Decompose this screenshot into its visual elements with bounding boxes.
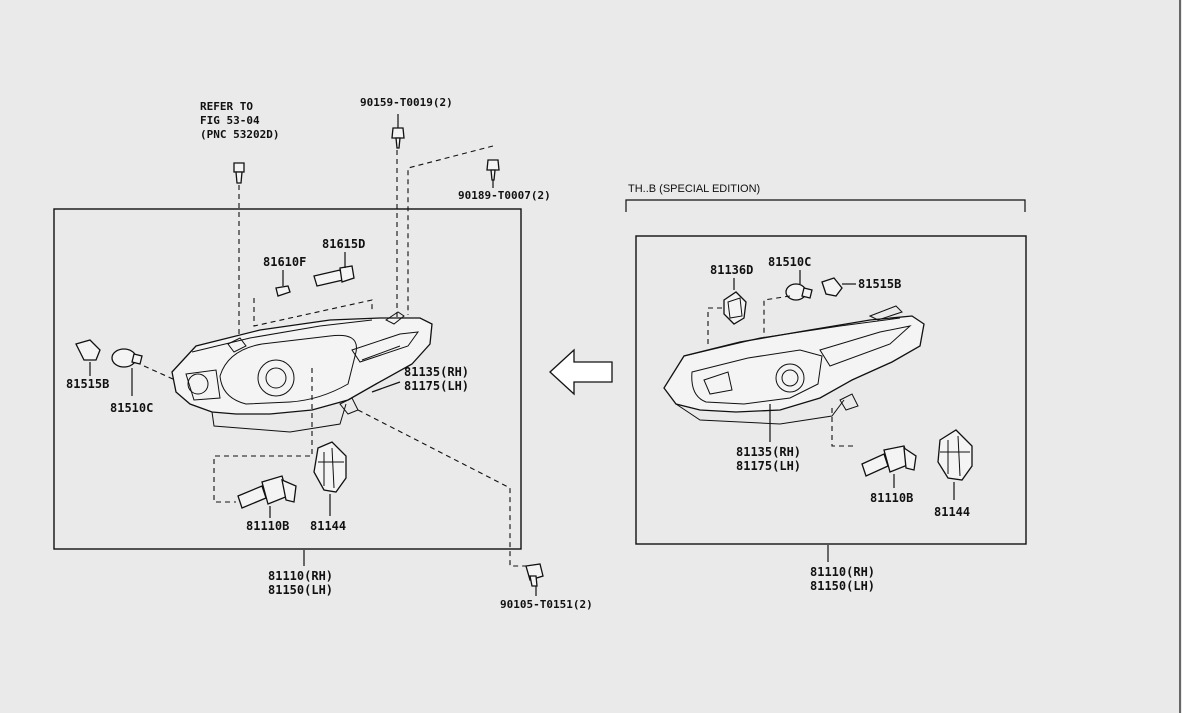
left-arrow-icon [549,348,613,396]
assy-left-rh-label: 81110(RH) [268,569,333,583]
lens-right-lh-label: 81175(LH) [736,459,801,473]
screw-side-label: 90189-T0007(2) [458,189,551,202]
bulb-socket-top-label: 81615D [322,237,365,251]
ring-label: 81136D [710,263,753,277]
cover-right-icon [937,429,973,481]
refer-bolt-icon [233,162,245,184]
bulb-socket-icon [313,265,355,287]
bulbs-top-dash [253,298,373,327]
assy-right-rh-label: 81110(RH) [810,565,875,579]
screw-bottom-label: 90105-T0151(2) [500,598,593,611]
headlamp-right-icon [663,305,925,425]
screw-side-dash [407,145,494,315]
ring-icon [723,291,747,325]
assy-left-lh-label: 81150(LH) [268,583,333,597]
screw-bottom-dash [357,409,530,567]
right-assembly-frame [635,235,1027,545]
bulb-left-icon [111,348,143,368]
screw-top-icon [391,127,405,149]
screw-bottom-icon [525,563,544,587]
bulb-top-icon [785,283,813,301]
main-bulb-icon [237,475,297,509]
bulb-top-label: 81510C [768,255,811,269]
cover-label: 81144 [310,519,346,533]
special-edition-header: TH..B (SPECIAL EDITION) [628,183,760,195]
socket-top-icon [821,277,843,297]
cover-right-label: 81144 [934,505,970,519]
lens-rh-label: 81135(RH) [404,365,469,379]
socket-top-label: 81515B [858,277,901,291]
bulb-left-label: 81510C [110,401,153,415]
right-group: TH..B (SPECIAL EDITION) 81136D 81510C 81… [625,183,1027,593]
screw-side-icon [486,159,500,181]
left-assembly-frame [53,208,522,550]
main-bulb-right-label: 81110B [870,491,913,505]
refer-note-line2: FIG 53-04 [200,114,260,127]
special-edition-bracket [625,199,1026,212]
refer-note-line1: REFER TO [200,100,253,113]
main-bulb-dash [213,368,313,503]
lens-leader [371,381,401,393]
socket-left-label: 81515B [66,377,109,391]
main-bulb-label: 81110B [246,519,289,533]
assy-right-lh-label: 81150(LH) [810,579,875,593]
refer-note-line3: (PNC 53202D) [200,128,279,141]
bulb-small-top-label: 81610F [263,255,306,269]
left-group: REFER TO FIG 53-04 (PNC 53202D) 90159-T0… [53,96,593,611]
lens-lh-label: 81175(LH) [404,379,469,393]
ring-dash [707,307,722,346]
screw-top-label: 90159-T0019(2) [360,96,453,109]
main-bulb-right-dash [831,408,856,447]
lens-right-rh-label: 81135(RH) [736,445,801,459]
wedge-bulb-icon [275,285,291,297]
cover-icon [313,441,347,493]
socket-left-icon [75,339,101,361]
headlamp-left-icon [171,311,433,433]
main-bulb-right-icon [861,445,917,477]
